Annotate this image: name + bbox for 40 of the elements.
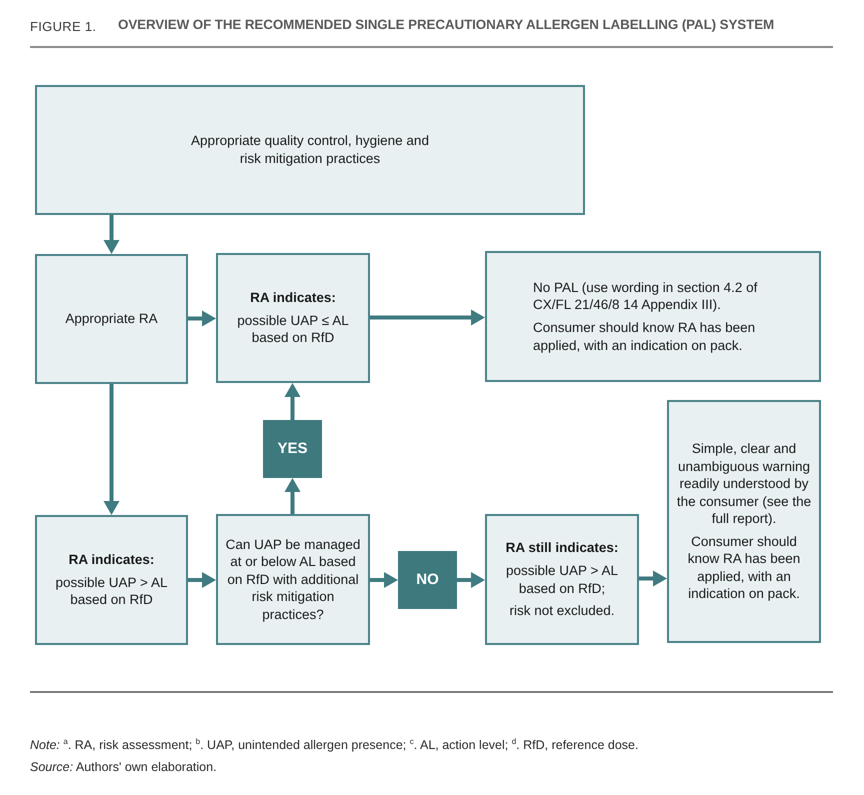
- answer-tag: [398, 551, 457, 609]
- box-text: possible UAP > AL based on RfD: [54, 574, 168, 609]
- box-text: possible UAP ≤ AL based on RfD: [236, 312, 350, 347]
- arrow: [104, 384, 120, 515]
- figure-number: FIGURE 1.: [30, 19, 96, 34]
- arrow: [284, 383, 300, 420]
- process-box: [485, 514, 639, 645]
- arrow: [639, 570, 667, 586]
- arrow: [457, 572, 485, 588]
- arrow: [370, 572, 398, 588]
- arrow: [104, 215, 120, 254]
- box-text: risk not excluded.: [509, 602, 615, 620]
- box-text: Consumer should know RA has been applied, with an indication on pack.: [686, 532, 802, 603]
- process-box: [35, 515, 188, 645]
- source-text: Source: Authors' own elaboration.: [30, 760, 217, 774]
- box-heading: RA indicates:: [68, 551, 154, 569]
- answer-text: YES: [277, 439, 308, 459]
- process-box: [667, 400, 821, 643]
- box-text: No PAL (use wording in section 4.2 of CX/FL 21/46/8 14 Appendix III).: [533, 278, 758, 314]
- box-text: Simple, clear and unambiguous warning readily understood by the consumer (see the full report).: [676, 440, 812, 528]
- box-text: Appropriate quality control, hygiene and risk mitigation practices: [190, 132, 430, 168]
- arrow: [370, 310, 485, 326]
- process-box: [35, 254, 188, 384]
- arrow: [284, 478, 300, 514]
- box-text: Appropriate RA: [65, 310, 158, 328]
- answer-text: NO: [416, 570, 439, 590]
- box-text: Consumer should know RA has been applied, with an indication on pack.: [533, 319, 756, 354]
- box-heading: RA indicates:: [250, 289, 336, 307]
- answer-tag: [263, 420, 322, 478]
- box-heading: RA still indicates:: [506, 539, 618, 557]
- process-box: [485, 251, 821, 382]
- process-box: [216, 514, 370, 645]
- process-box: [216, 253, 370, 383]
- arrow: [188, 310, 216, 326]
- box-text: Can UAP be managed at or below AL based on RfD with additional risk mitigation practices?: [225, 536, 361, 624]
- note-text: Note: $^{a}$. RA, risk assessment; $^{b}$. UAP, unintended allergen presence; $^{c}$. AL, action level; $^{d}$. RfD, reference dose.: [30, 737, 638, 752]
- arrow: [188, 572, 216, 588]
- process-box: [35, 85, 585, 215]
- figure-title: OVERVIEW OF THE RECOMMENDED SINGLE PRECAUTIONARY ALLERGEN LABELLING (PAL) SYSTEM: [118, 17, 774, 32]
- box-text: possible UAP > AL based on RfD;: [505, 562, 619, 598]
